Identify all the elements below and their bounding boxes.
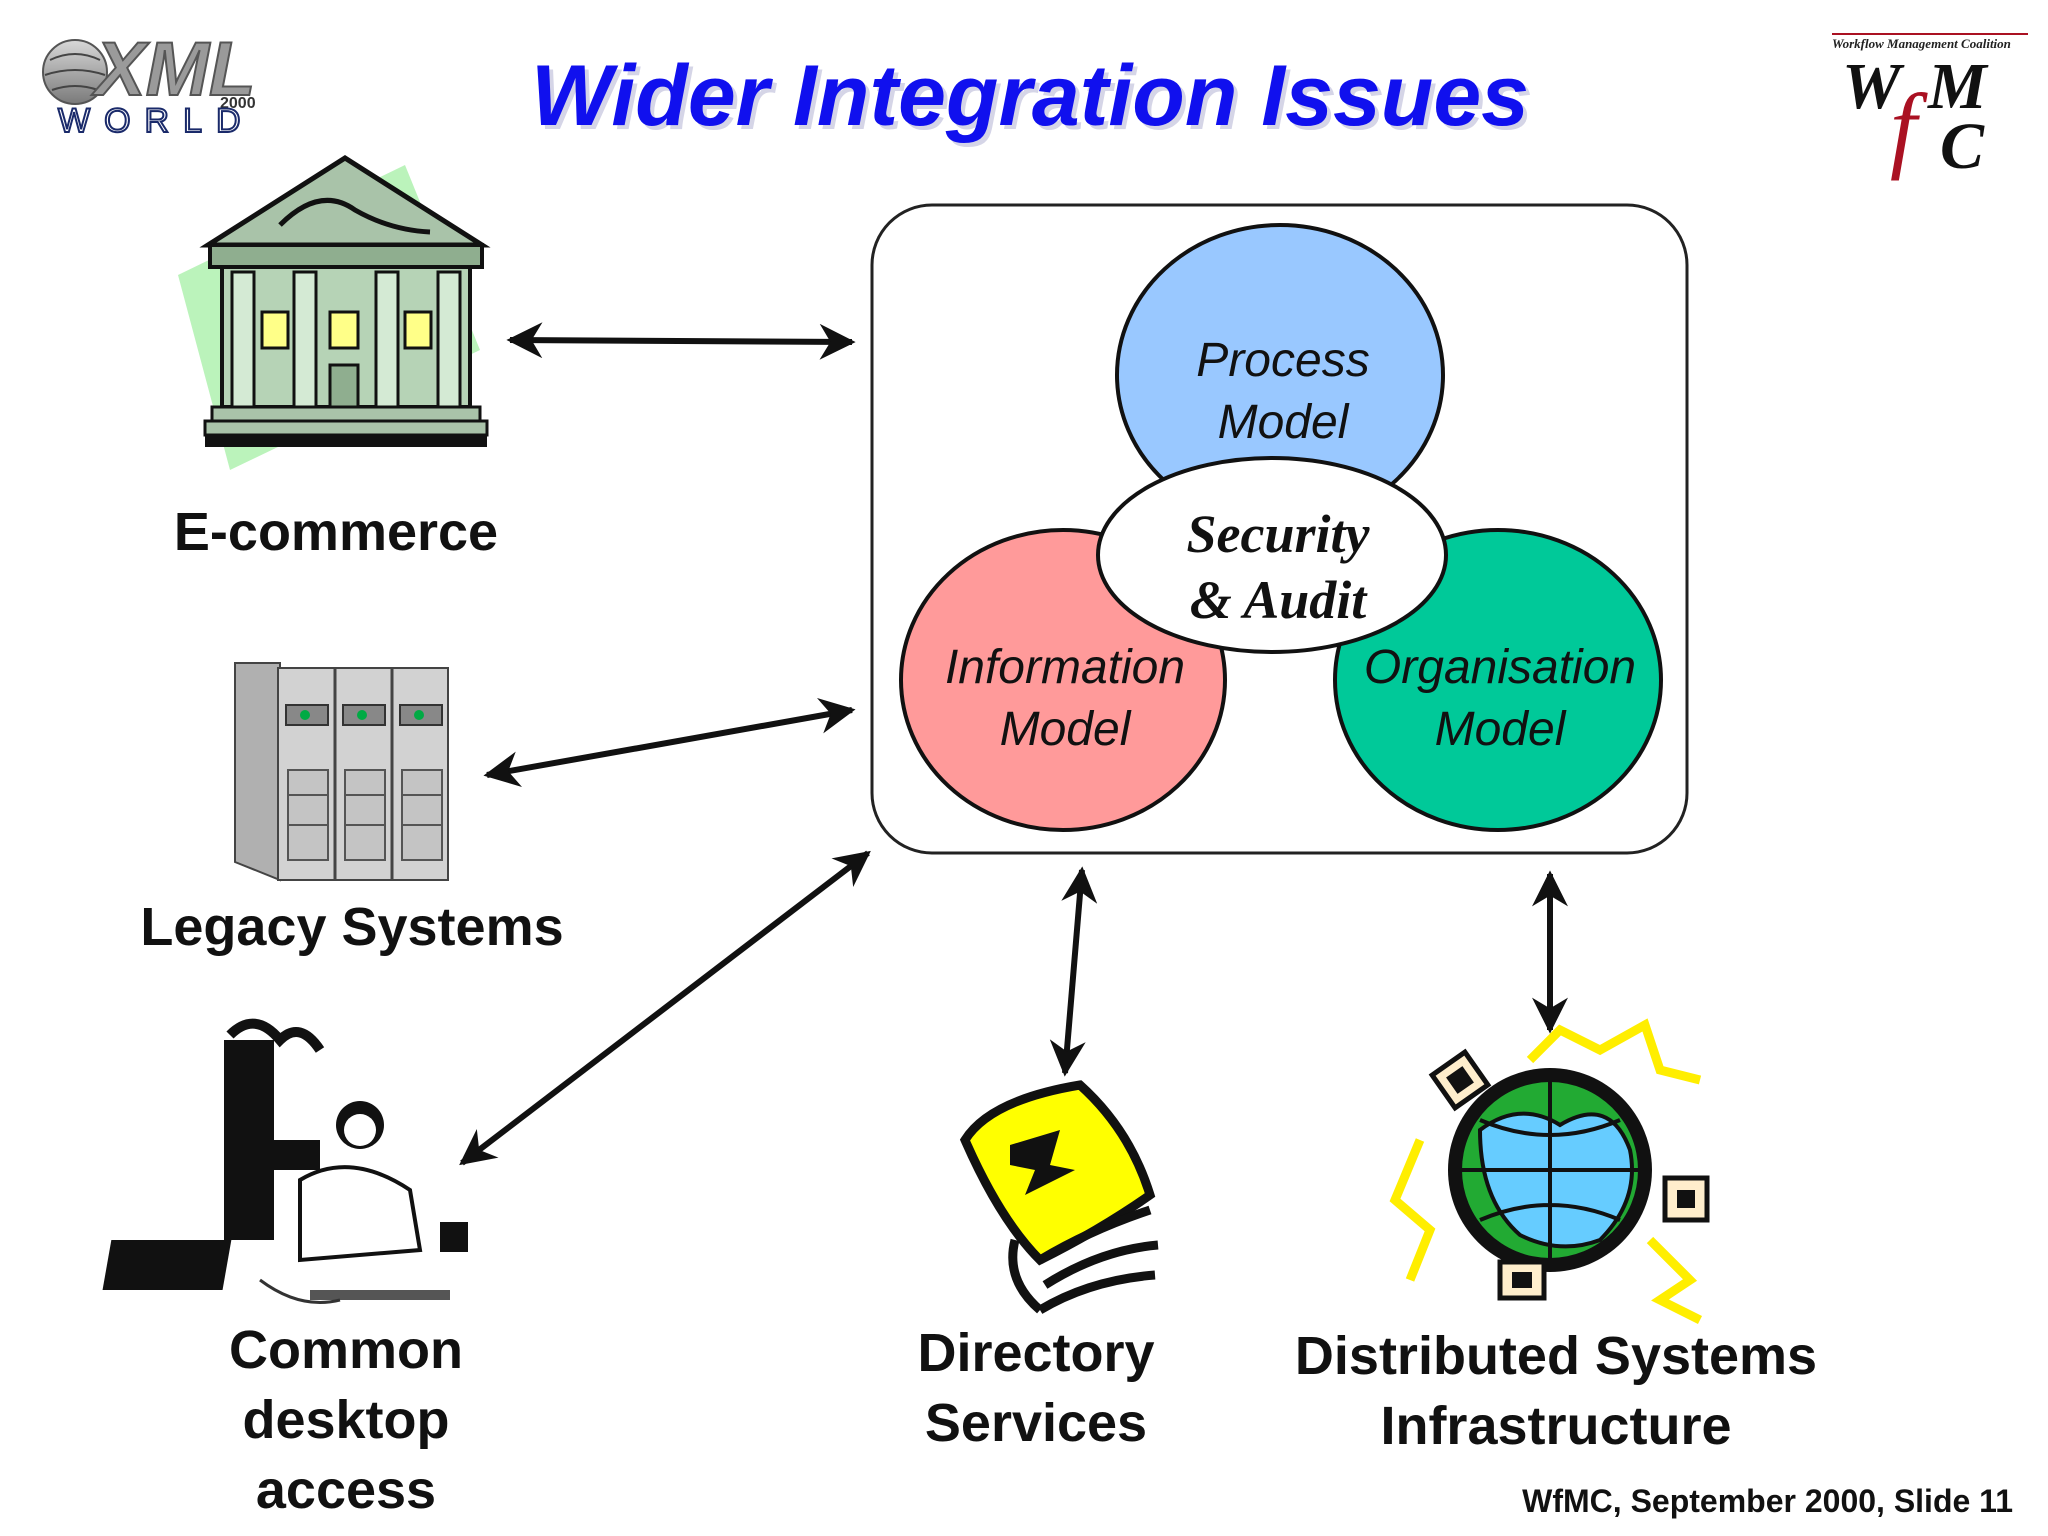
wfmc-letter-f: f [1890, 74, 1928, 181]
logo-world-text: WORLD [58, 102, 255, 140]
logo-year-text: 2000 [220, 95, 256, 112]
wfmc-letter-m: M [1927, 50, 1989, 123]
security-label-line1: Security [1187, 504, 1371, 564]
organisation-model-label-line1: Organisation [1364, 641, 1636, 694]
legacy-label: Legacy Systems [140, 897, 563, 957]
desktop-label-line2: desktop [242, 1390, 449, 1450]
globe-satellites-icon [1389, 1018, 1710, 1325]
arrow-directory [1049, 866, 1098, 1077]
page-title: Wider Integration Issues [531, 48, 1529, 144]
desktop-label-line3: access [256, 1460, 436, 1520]
wfmc-logo: Workflow Management Coalition W f M C [1832, 33, 2028, 183]
process-model-label-line2: Model [1218, 396, 1350, 449]
information-model-label-line1: Information [945, 641, 1185, 694]
address-book-icon [959, 1080, 1159, 1314]
distributed-label-line2: Infrastructure [1380, 1396, 1731, 1456]
distributed-label-line1: Distributed Systems [1295, 1326, 1817, 1386]
wfmc-letter-c: C [1940, 110, 1985, 183]
wfmc-tagline: Workflow Management Coalition [1832, 36, 2011, 51]
security-audit-ellipse [1096, 456, 1448, 654]
arrow-desktop [459, 850, 871, 1166]
bank-building-icon [178, 155, 491, 470]
process-model-label-line1: Process [1196, 334, 1369, 387]
directory-label-line2: Services [925, 1393, 1147, 1453]
arrow-legacy [483, 697, 856, 788]
slide-footer: WfMC, September 2000, Slide 11 [1522, 1483, 2013, 1519]
ecommerce-label: E-commerce [174, 502, 498, 562]
xml-world-2000-logo: XML 2000 WORLD [42, 26, 256, 141]
information-model-label-line2: Model [1000, 703, 1132, 756]
security-label-line2: & Audit [1190, 570, 1369, 630]
person-at-laptop-icon [102, 1018, 468, 1304]
server-cabinet-icon [234, 662, 449, 882]
arrow-ecommerce [506, 322, 856, 360]
logo-xml-text: XML [91, 27, 255, 112]
directory-label-line1: Directory [917, 1323, 1154, 1383]
desktop-label-line1: Common [229, 1320, 463, 1380]
wfmc-letter-w: W [1842, 50, 1905, 123]
page-title-shadow: Wider Integration Issues [535, 52, 1533, 148]
organisation-model-label-line2: Model [1435, 703, 1567, 756]
